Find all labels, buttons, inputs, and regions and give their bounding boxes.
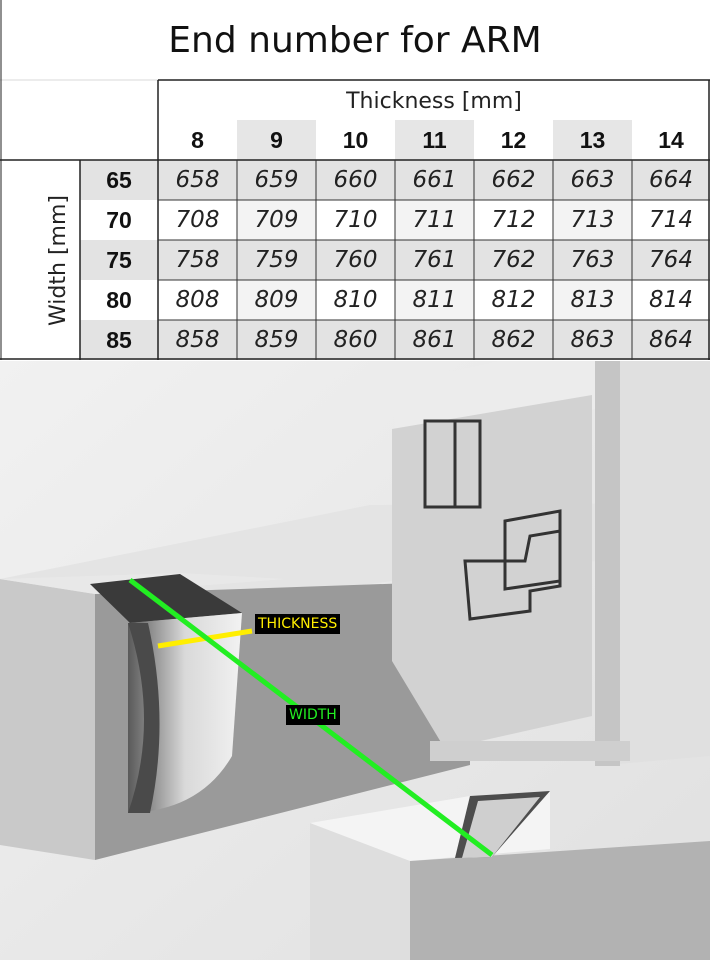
- thickness-header-9: 9: [237, 120, 316, 160]
- table-cell: 661: [395, 160, 474, 200]
- table-cell: 858: [158, 320, 237, 360]
- table-cell: 664: [632, 160, 710, 200]
- width-header-75: 75: [80, 240, 158, 280]
- thickness-annotation: THICKNESS: [255, 614, 341, 634]
- table-cell: 863: [553, 320, 632, 360]
- table-cell: 710: [333, 207, 378, 233]
- table-cell: 764: [632, 240, 710, 280]
- table-title: End number for ARM: [168, 19, 542, 61]
- table-cell: 864: [632, 320, 710, 360]
- table-cell: 714: [649, 207, 693, 233]
- width-header-85: 85: [80, 320, 158, 360]
- cad-render: [0, 361, 710, 960]
- table-cell: 862: [474, 320, 553, 360]
- table-cell: 809: [237, 280, 316, 320]
- table-cell: 761: [395, 240, 474, 280]
- thickness-header-10: 10: [342, 126, 369, 153]
- thickness-header-13: 13: [553, 120, 632, 160]
- table-cell: 859: [237, 320, 316, 360]
- table-cell: 808: [175, 287, 220, 313]
- width-header-80: 80: [106, 286, 132, 313]
- table-cell: 763: [553, 240, 632, 280]
- width-header-70: 70: [106, 206, 132, 233]
- table-cell: 712: [491, 207, 536, 233]
- table-cell: 713: [553, 200, 632, 240]
- table-cell: 711: [395, 200, 474, 240]
- table-cell: 811: [395, 280, 474, 320]
- table-cell: 663: [553, 160, 632, 200]
- table-cell: 758: [158, 240, 237, 280]
- thickness-header-14: 14: [658, 126, 684, 153]
- table-cell: 658: [158, 160, 237, 200]
- table-cell: 760: [316, 240, 395, 280]
- thickness-header-11: 11: [395, 120, 474, 160]
- table-cell: 812: [491, 287, 536, 313]
- table-cell: 660: [316, 160, 395, 200]
- table-cell: 810: [333, 287, 378, 313]
- table-cell: 709: [237, 200, 316, 240]
- table-cell: 860: [316, 320, 395, 360]
- width-header-65: 65: [80, 160, 158, 200]
- table-cell: 861: [395, 320, 474, 360]
- table-cell: 762: [474, 240, 553, 280]
- table-cell: 662: [474, 160, 553, 200]
- thickness-header-12: 12: [500, 126, 527, 153]
- table-cell: 813: [553, 280, 632, 320]
- table-cell: 759: [237, 240, 316, 280]
- thickness-axis-label: Thickness [mm]: [346, 88, 522, 114]
- table-grid: [0, 0, 710, 360]
- table-cell: 708: [175, 207, 220, 233]
- table-cell: 659: [237, 160, 316, 200]
- thickness-header-8: 8: [191, 126, 204, 153]
- width-annotation: WIDTH: [286, 705, 340, 725]
- table-cell: 814: [649, 287, 693, 313]
